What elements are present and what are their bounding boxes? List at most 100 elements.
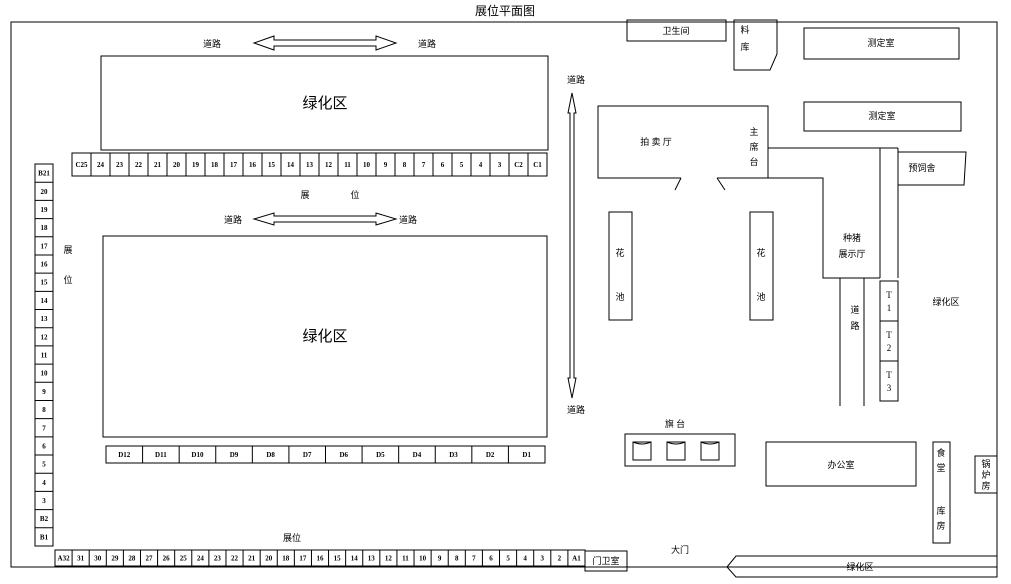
- breeding-pig-hall-lower-wall: [768, 177, 880, 279]
- booth-cell-label: 17: [299, 555, 307, 563]
- booth-cell-label: 13: [368, 555, 376, 563]
- flag-stand: [624, 433, 736, 467]
- office-label: 办公室: [827, 459, 854, 470]
- toilet-building: [626, 19, 727, 42]
- booth-cell-label: C1: [533, 161, 542, 169]
- booth-cell-label: 4: [42, 479, 46, 487]
- booth-cell-label: 12: [325, 161, 333, 169]
- storage-char1: 库: [936, 505, 945, 516]
- green-zone-upper: [100, 55, 549, 151]
- road-label-middle-right: 道路: [399, 214, 417, 225]
- canteen-char1: 食: [936, 447, 945, 458]
- booth-cell-label: C25: [75, 161, 88, 169]
- road-arrow-top: [252, 35, 398, 51]
- main-seat-char2: 席: [749, 141, 758, 152]
- material-storage-char1: 料: [740, 24, 749, 35]
- booth-t-number: 2: [887, 343, 892, 353]
- feed-house-building: [897, 151, 967, 186]
- booth-cell-label: D12: [118, 451, 131, 459]
- booth-cell-label: 23: [214, 555, 222, 563]
- boiler-room-char2: 炉: [981, 469, 990, 480]
- booth-cell-label: 29: [111, 555, 119, 563]
- booth-cell-label: 8: [42, 406, 46, 414]
- material-storage-building: [733, 19, 778, 71]
- gate-guard-room: [584, 550, 628, 572]
- booth-cell-label: A32: [58, 555, 71, 563]
- booth-cell-label: B21: [38, 170, 50, 178]
- booth-t-number: 3: [887, 383, 892, 393]
- booth-cell-label: 24: [97, 161, 105, 169]
- booth-cell-label: 15: [334, 555, 342, 563]
- booth-cell-label: A1: [572, 555, 581, 563]
- internal-road-char2: 路: [850, 320, 859, 331]
- booth-cell-label: 12: [385, 555, 393, 563]
- plan-title: 展位平面图: [475, 3, 535, 18]
- booth-cell-label: 2: [558, 555, 562, 563]
- internal-road-char1: 道: [850, 304, 859, 315]
- breeding-pig-hall-label-line1: 种猪: [843, 232, 861, 243]
- auction-hall-label: 拍 卖 厅: [640, 136, 672, 147]
- booth-cell-label: 23: [116, 161, 124, 169]
- road-arrow-vertical: [567, 92, 577, 399]
- booth-cell-label: 31: [77, 555, 85, 563]
- booth-cell-label: 14: [287, 161, 295, 169]
- booth-cell-label: 18: [282, 555, 290, 563]
- flower-bed-left: [608, 211, 633, 321]
- booth-cell-label: 13: [306, 161, 314, 169]
- booth-cell-label: 11: [344, 161, 351, 169]
- test-room-1-label: 测定室: [867, 37, 894, 48]
- flag-icon-2: [666, 441, 686, 461]
- booth-label-left-char2: 位: [63, 274, 72, 285]
- booth-cell-label: 7: [422, 161, 426, 169]
- booth-cell-label: 19: [192, 161, 200, 169]
- auction-hall-door-right: [716, 177, 726, 191]
- booth-cell-label: 9: [438, 555, 442, 563]
- main-seat-char1: 主: [749, 126, 758, 137]
- flower-bed-right-char2: 池: [756, 291, 765, 302]
- booth-cell-label: D11: [155, 451, 167, 459]
- b_col-frame: [34, 163, 54, 547]
- booth-cell-label: 15: [41, 279, 49, 287]
- booth-cell-label: 15: [268, 161, 276, 169]
- booth-cell-label: D3: [449, 451, 458, 459]
- green-zone-upper-label: 绿化区: [302, 95, 347, 112]
- booth-t-letter: T: [886, 290, 892, 300]
- flower-bed-left-char1: 花: [615, 247, 624, 258]
- booth-cell-label: D7: [303, 451, 312, 459]
- booth-cell-label: 10: [419, 555, 427, 563]
- test-room-2: [803, 101, 962, 132]
- booth-cell-label: 22: [135, 161, 143, 169]
- flag-icon-1: [632, 441, 652, 461]
- booth-cell-label: B2: [40, 515, 49, 523]
- booth-cell-label: 11: [41, 352, 48, 360]
- booth-cell-label: 28: [128, 555, 136, 563]
- booth-cell-label: D8: [266, 451, 275, 459]
- booth-label-middle-char2: 位: [350, 189, 359, 200]
- booth-cell-label: 18: [211, 161, 219, 169]
- booth-cell-label: 8: [455, 555, 459, 563]
- booth-cell-label: 3: [541, 555, 545, 563]
- booth-cell-label: 8: [403, 161, 407, 169]
- booth-cell-label: 3: [42, 497, 46, 505]
- road-label-top-right: 道路: [418, 38, 436, 49]
- road-label-middle-left: 道路: [224, 214, 242, 225]
- booth-cell-label: 14: [351, 555, 359, 563]
- booth-cell-label: B1: [40, 533, 49, 541]
- booth-cell-label: 20: [41, 188, 49, 196]
- road-label-vertical-top: 道路: [567, 74, 585, 85]
- road-label-top-left: 道路: [203, 38, 221, 49]
- booth-cell-label: D4: [413, 451, 422, 459]
- material-storage-char2: 库: [740, 41, 749, 52]
- road-arrow-middle: [252, 212, 398, 226]
- booth-cell-label: D9: [230, 451, 239, 459]
- booth-cell-label: 16: [41, 261, 49, 269]
- booth-cell-label: D1: [522, 451, 531, 459]
- booth-cell-label: D5: [376, 451, 385, 459]
- booth-label-middle-char1: 展: [300, 190, 309, 200]
- main-seat-char3: 台: [749, 156, 758, 167]
- booth-cell-label: 4: [523, 555, 527, 563]
- booth-cell-label: 10: [363, 161, 371, 169]
